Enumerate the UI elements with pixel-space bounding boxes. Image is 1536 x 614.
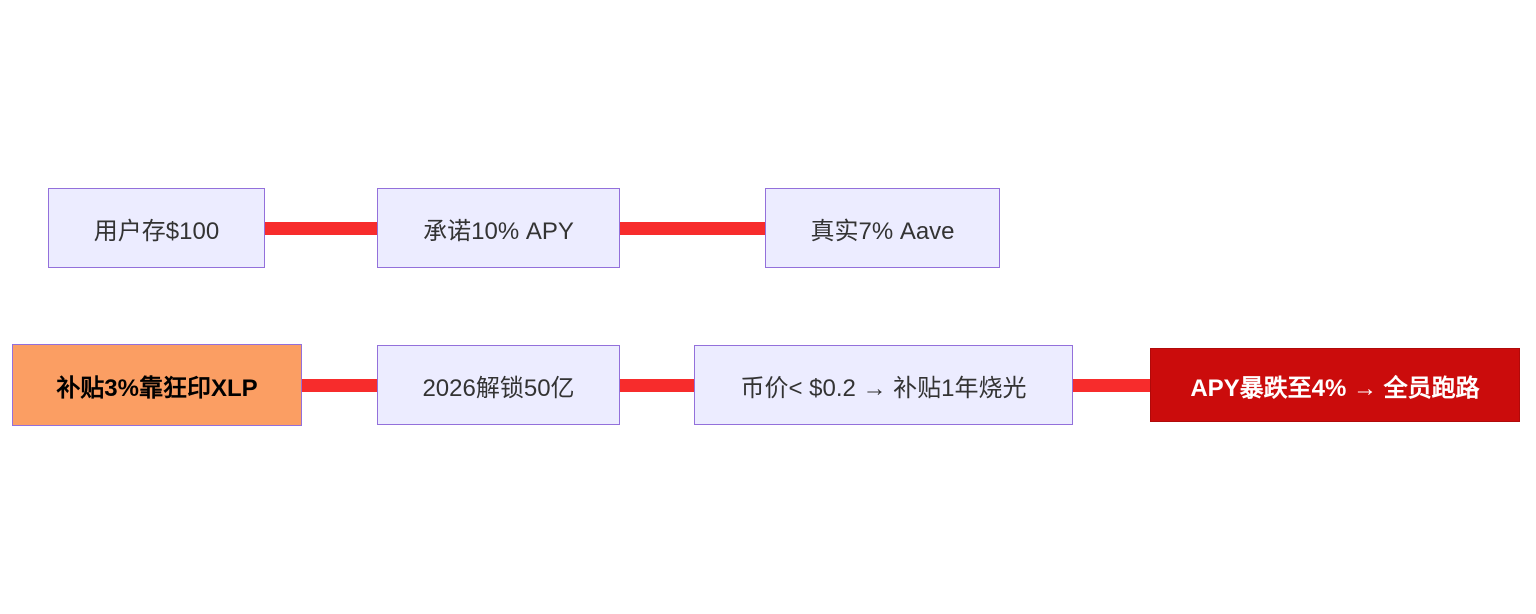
node-user-deposit: 用户存$100 (48, 188, 265, 268)
edge-promise-to-real (619, 222, 766, 235)
edge-price-to-crash (1072, 379, 1151, 392)
edge-subsidy-to-unlock (301, 379, 378, 392)
edge-unlock-to-price (619, 379, 695, 392)
node-apy-crash-exodus: APY暴跌至4% → 全员跑路 (1150, 348, 1520, 422)
node-real-aave-yield: 真实7% Aave (765, 188, 1000, 268)
node-2026-unlock: 2026解锁50亿 (377, 345, 620, 425)
edge-deposit-to-promise (264, 222, 378, 235)
node-promised-apy: 承诺10% APY (377, 188, 620, 268)
node-price-drop-subsidy-burn: 币价< $0.2 → 补贴1年烧光 (694, 345, 1073, 425)
node-subsidy-xlp-printing: 补贴3%靠狂印XLP (12, 344, 302, 426)
